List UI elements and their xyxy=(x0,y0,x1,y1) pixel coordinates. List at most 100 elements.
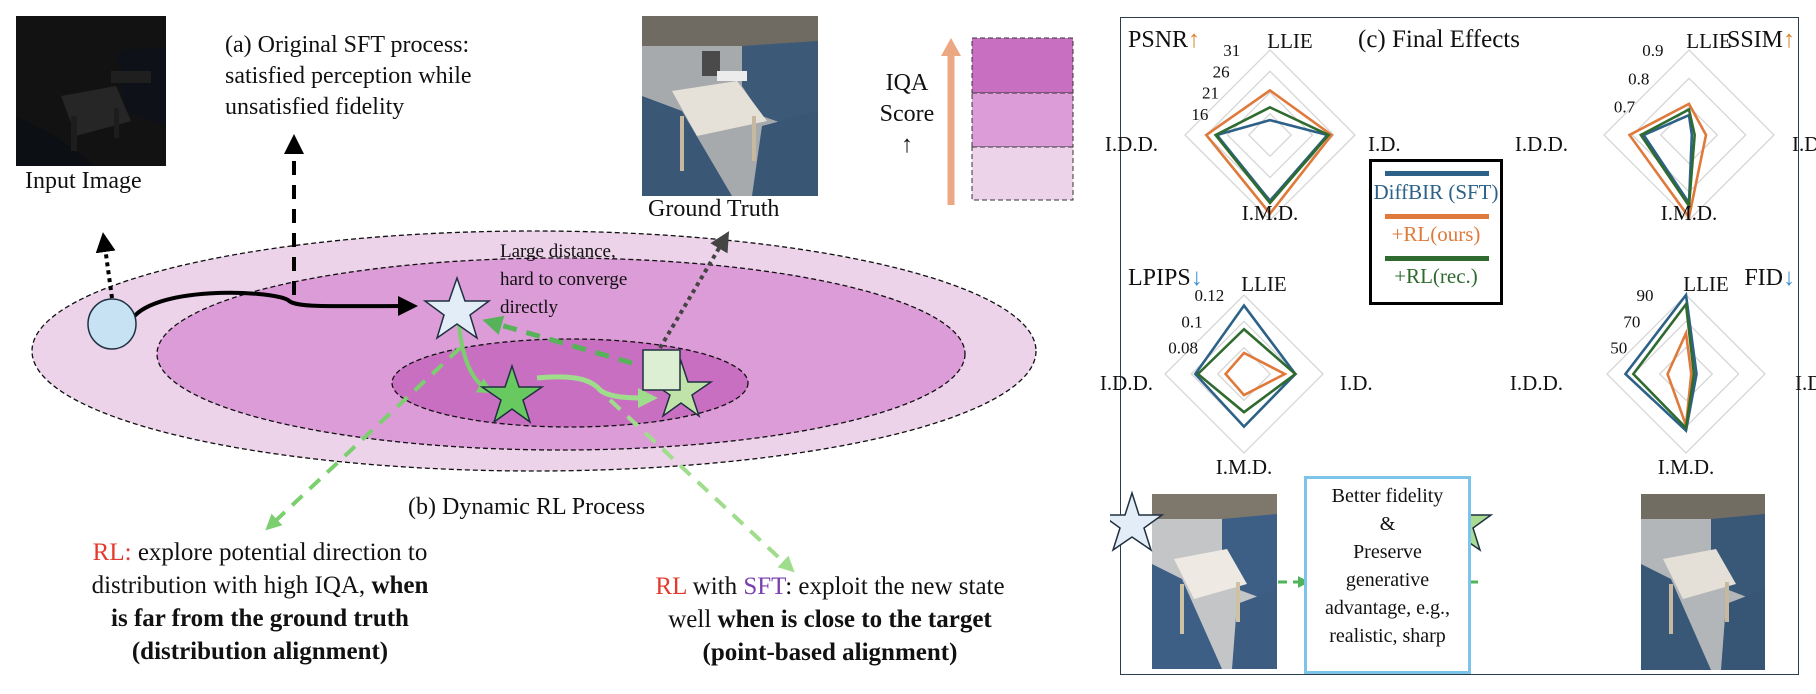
rl-result-image xyxy=(1641,494,1765,670)
sft-path-arrow xyxy=(128,290,418,324)
benefit-line2: & xyxy=(1379,513,1396,535)
radar-axis-label: LLIE xyxy=(1241,272,1286,296)
radar-series-diffbir-sft- xyxy=(1193,303,1298,429)
input-image-scene xyxy=(16,16,166,166)
radar-grid-ring xyxy=(1603,49,1775,221)
radar-series-diffbir-sft- xyxy=(1623,291,1698,434)
exploit-text: : exploit the new state xyxy=(785,573,1005,600)
radar-axis-label: I.M.D. xyxy=(1216,455,1273,479)
radar-tick-label: 70 xyxy=(1623,312,1640,331)
legend-label-ours: +RL(ours) xyxy=(1391,222,1481,246)
legend-line-sft xyxy=(1385,171,1489,176)
exploit-bold: when is close to the target xyxy=(717,606,992,633)
benefit-line1: Better fidelity xyxy=(1331,485,1444,507)
iqa-band-low xyxy=(971,146,1074,201)
input-state-circle xyxy=(87,298,137,350)
benefit-line4: generative xyxy=(1345,569,1430,591)
rl-sft-exploit-path xyxy=(536,374,658,408)
radar-grid-ring xyxy=(1216,346,1272,402)
input-image-pointer xyxy=(95,232,116,299)
radar-tick-label: 0.7 xyxy=(1614,98,1636,117)
iqa-label-line2: Score xyxy=(879,101,935,127)
rl-explore-note: RL: explore potential direction to distr… xyxy=(40,536,480,668)
ground-truth-pointer xyxy=(658,231,730,350)
radar-axis-label: I.D. xyxy=(1795,371,1816,395)
radar-grid-ring xyxy=(1184,49,1356,221)
rl-diagram xyxy=(31,37,1074,573)
radar-axis-label: I.D.D. xyxy=(1105,132,1158,156)
rl-sft-note-line1: RL with SFT: exploit the new state xyxy=(610,570,1050,603)
ground-truth-label: Ground Truth xyxy=(648,196,780,222)
radar-tick-label: 26 xyxy=(1213,62,1230,81)
radar-grid-ring xyxy=(1659,105,1719,165)
rl-explore-note-line4: (distribution alignment) xyxy=(40,635,480,668)
radar-tick-label: 50 xyxy=(1610,339,1627,358)
radar-series-diffbir-sft- xyxy=(1214,118,1330,203)
rl-sft-note: RL with SFT: exploit the new state well … xyxy=(610,570,1050,669)
radar-grid-ring xyxy=(1164,294,1324,454)
radar-series--rl-ours- xyxy=(1627,102,1708,221)
distance-note-line3: directly xyxy=(500,297,559,318)
ground-truth-scene xyxy=(642,16,818,196)
radar-tick-label: 16 xyxy=(1191,105,1208,124)
radar-axis-label: I.D. xyxy=(1340,371,1373,395)
with-text: with xyxy=(686,573,744,600)
distance-note-line1: Large distance, xyxy=(500,241,616,262)
rl-sft-note-line3: (point-based alignment) xyxy=(610,636,1050,669)
benefit-line3: Preserve xyxy=(1353,541,1422,563)
legend-label-sft: DiffBIR (SFT) xyxy=(1373,180,1499,204)
higher-better-arrow-icon: ↑ xyxy=(1188,27,1200,53)
legend-line-ours xyxy=(1385,214,1489,219)
radar-series--rl-rec- xyxy=(1213,105,1331,206)
sft-label: SFT xyxy=(743,573,786,600)
rl-explore-bold2: is far from the ground truth xyxy=(111,605,409,632)
radar-axis-label: I.D.D. xyxy=(1100,371,1153,395)
radar-tick-label: 31 xyxy=(1223,41,1240,60)
radar-series--rl-rec- xyxy=(1631,300,1696,431)
radar-axis-label: I.D. xyxy=(1368,132,1401,156)
final-effects-title: (c) Final Effects xyxy=(1358,26,1520,53)
radar-axis-label: LLIE xyxy=(1683,272,1728,296)
radar-tick-label: 0.12 xyxy=(1195,286,1225,305)
exploit-text2: well xyxy=(668,606,718,633)
radar-tick-label: 0.8 xyxy=(1628,69,1649,88)
radar-grid-ring xyxy=(1247,112,1293,158)
radar-axis-label: I.M.D. xyxy=(1661,201,1718,225)
sft-caption-line3: unsatisfied fidelity xyxy=(225,94,405,120)
radar-series--rl-ours- xyxy=(1223,351,1288,397)
iqa-band-mid xyxy=(971,92,1074,148)
radar-axis-label: I.D.D. xyxy=(1515,132,1568,156)
radar-tick-label: 0.9 xyxy=(1642,41,1663,60)
ground-truth-image xyxy=(642,16,818,196)
benefit-line5: advantage, e.g., xyxy=(1325,597,1450,619)
ground-truth-square xyxy=(642,349,681,391)
iqa-label-line1: IQA xyxy=(885,70,929,96)
legend-line-rec xyxy=(1385,256,1489,261)
iqa-score-label: IQA Score ↑ xyxy=(872,68,942,161)
radar-title-text: SSIM xyxy=(1727,27,1783,53)
radar-grid-ring xyxy=(1205,70,1335,200)
distance-note-line2: hard to converge xyxy=(500,269,628,290)
rl-process-title: (b) Dynamic RL Process xyxy=(408,494,646,520)
radar-series--rl-rec- xyxy=(1195,327,1298,414)
lower-better-arrow-icon: ↓ xyxy=(1783,265,1795,291)
sft-caption: (a) Original SFT process: satisfied perc… xyxy=(225,30,472,123)
radar-axis-label: I.M.D. xyxy=(1658,455,1715,479)
sft-star-icon xyxy=(1110,490,1165,552)
radar-title: SSIM↑ xyxy=(1727,27,1795,53)
input-image-label: Input Image xyxy=(25,168,142,194)
exploit-bold2: (point-based alignment) xyxy=(702,639,958,666)
radar-axis-label: I.M.D. xyxy=(1242,201,1299,225)
rl-explore-text: explore potential direction to xyxy=(131,539,428,566)
radar-axis-label: LLIE xyxy=(1686,29,1731,53)
rl-explore-note-line3: is far from the ground truth xyxy=(40,602,480,635)
rl-label: RL: xyxy=(92,539,132,566)
radar-series--rl-rec- xyxy=(1638,107,1696,210)
radar-axis-label: LLIE xyxy=(1267,29,1312,53)
iqa-band-high xyxy=(971,37,1074,94)
lower-better-arrow-icon: ↓ xyxy=(1191,265,1203,291)
radar-title: PSNR↑ xyxy=(1128,27,1200,53)
sft-result-image xyxy=(1152,494,1277,669)
radar-title: LPIPS↓ xyxy=(1128,265,1203,291)
